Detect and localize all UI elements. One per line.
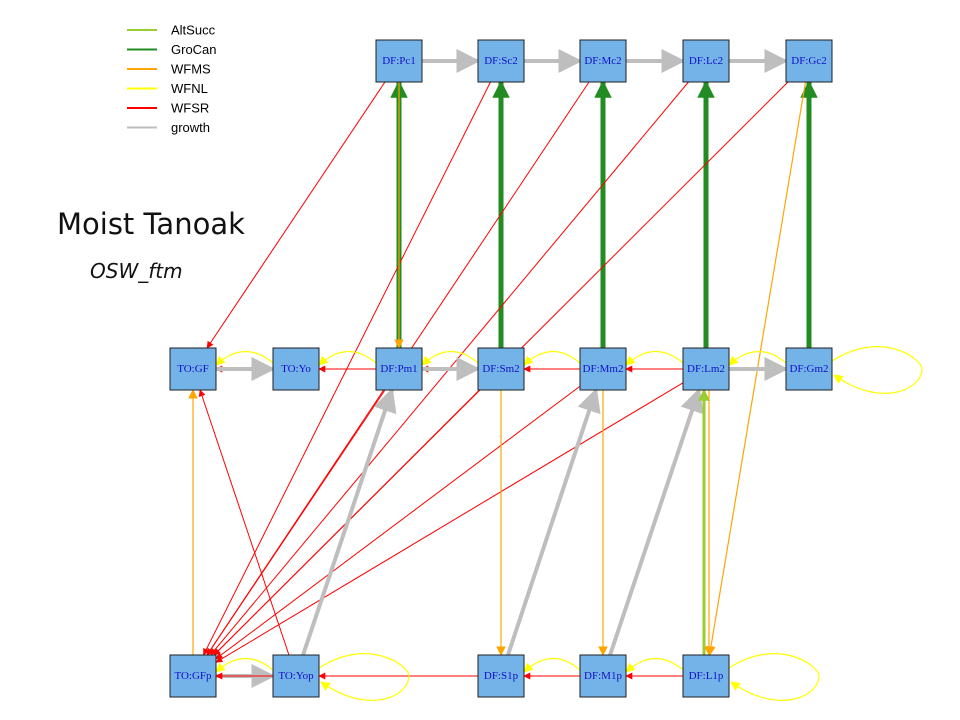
legend-label-wfnl: WFNL <box>171 81 208 96</box>
node-label-pm1: DF:Pm1 <box>380 363 417 375</box>
node-label-gc2: DF:Gc2 <box>791 55 826 67</box>
edge-wfsr-lm2-gfp <box>215 382 684 663</box>
legend-label-growth: growth <box>171 120 210 135</box>
node-label-sc2: DF:Sc2 <box>484 55 518 67</box>
node-pm1[interactable]: DF:Pm1 <box>375 347 423 391</box>
edge-growth-yop-pm1 <box>301 387 397 656</box>
legend-label-wfms: WFMS <box>171 62 211 77</box>
edge-wfnl-mm2-sm2 <box>523 350 581 366</box>
node-label-l1p: DF:L1p <box>689 670 724 682</box>
node-box-sm2 <box>477 347 525 391</box>
node-sc2[interactable]: DF:Sc2 <box>477 39 525 83</box>
node-label-mm2: DF:Mm2 <box>583 363 624 375</box>
node-box-pm1 <box>375 347 423 391</box>
node-lm2[interactable]: DF:Lm2 <box>682 347 730 391</box>
node-label-gf: TO:GF <box>177 363 209 375</box>
edge-wfsr-pm1-gfp <box>206 389 386 656</box>
node-gc2[interactable]: DF:Gc2 <box>785 39 833 83</box>
node-box-yop <box>272 654 320 698</box>
node-box-lc2 <box>682 39 730 83</box>
node-s1p[interactable]: DF:S1p <box>477 654 525 698</box>
edge-growth-m1p-lm2 <box>608 387 704 656</box>
node-label-m1p: DF:M1p <box>584 670 622 682</box>
node-label-sm2: DF:Sm2 <box>482 363 519 375</box>
node-label-yo: TO:Yo <box>281 363 311 375</box>
edge-wfnl-l1p-m1p <box>625 657 684 673</box>
node-m1p[interactable]: DF:M1p <box>579 654 627 698</box>
node-label-gfp: TO:GFp <box>174 670 212 682</box>
legend-label-altsucc: AltSucc <box>171 23 216 38</box>
legend-label-wfsr: WFSR <box>171 101 209 116</box>
node-label-lm2: DF:Lm2 <box>687 363 725 375</box>
edge-wfnl-m1p-s1p <box>523 657 581 673</box>
diagram-title: Moist Tanoak <box>57 207 245 241</box>
node-box-gf <box>169 347 217 391</box>
edge-wfnl-gm2-gm2 <box>831 346 923 394</box>
edge-wfnl-l1p-l1p <box>728 653 820 701</box>
node-label-lc2: DF:Lc2 <box>689 55 723 67</box>
edge-wfsr-pc1-gf <box>206 81 386 349</box>
node-label-mc2: DF:Mc2 <box>584 55 621 67</box>
edge-wfnl-yop-yop <box>318 653 410 701</box>
edge-wfnl-yop-gfp <box>215 657 274 673</box>
node-l1p[interactable]: DF:L1p <box>682 654 730 698</box>
edge-wfnl-lm2-mm2 <box>625 350 684 366</box>
node-box-pc1 <box>375 39 423 83</box>
node-gfp[interactable]: TO:GFp <box>169 654 217 698</box>
legend-label-grocan: GroCan <box>171 42 217 57</box>
edge-wfnl-sm2-pm1 <box>421 350 479 366</box>
node-box-mc2 <box>579 39 627 83</box>
node-label-pc1: DF:Pc1 <box>382 55 416 67</box>
edge-growth-s1p-mm2 <box>506 387 601 656</box>
edge-wfnl-yo-gf <box>215 350 274 366</box>
node-pc1[interactable]: DF:Pc1 <box>375 39 423 83</box>
node-yop[interactable]: TO:Yop <box>272 654 320 698</box>
node-gm2[interactable]: DF:Gm2 <box>785 347 833 391</box>
node-box-gfp <box>169 654 217 698</box>
node-sm2[interactable]: DF:Sm2 <box>477 347 525 391</box>
node-lc2[interactable]: DF:Lc2 <box>682 39 730 83</box>
node-box-mm2 <box>579 347 627 391</box>
node-box-lm2 <box>682 347 730 391</box>
edge-wfnl-gm2-lm2 <box>728 350 787 366</box>
node-box-s1p <box>477 654 525 698</box>
edge-wfsr-mm2-gfp <box>215 385 581 660</box>
node-label-s1p: DF:S1p <box>484 670 519 682</box>
node-mc2[interactable]: DF:Mc2 <box>579 39 627 83</box>
edge-wfsr-yop-gf <box>198 389 290 656</box>
node-box-yo <box>272 347 320 391</box>
node-box-gm2 <box>785 347 833 391</box>
node-gf[interactable]: TO:GF <box>169 347 217 391</box>
node-box-sc2 <box>477 39 525 83</box>
node-box-l1p <box>682 654 730 698</box>
node-label-gm2: DF:Gm2 <box>789 363 828 375</box>
diagram-subtitle: OSW_ftm <box>90 259 183 283</box>
node-box-m1p <box>579 654 627 698</box>
node-box-gc2 <box>785 39 833 83</box>
node-mm2[interactable]: DF:Mm2 <box>579 347 627 391</box>
node-label-yop: TO:Yop <box>278 670 314 682</box>
edge-wfnl-pm1-yo <box>318 350 377 366</box>
node-yo[interactable]: TO:Yo <box>272 347 320 391</box>
